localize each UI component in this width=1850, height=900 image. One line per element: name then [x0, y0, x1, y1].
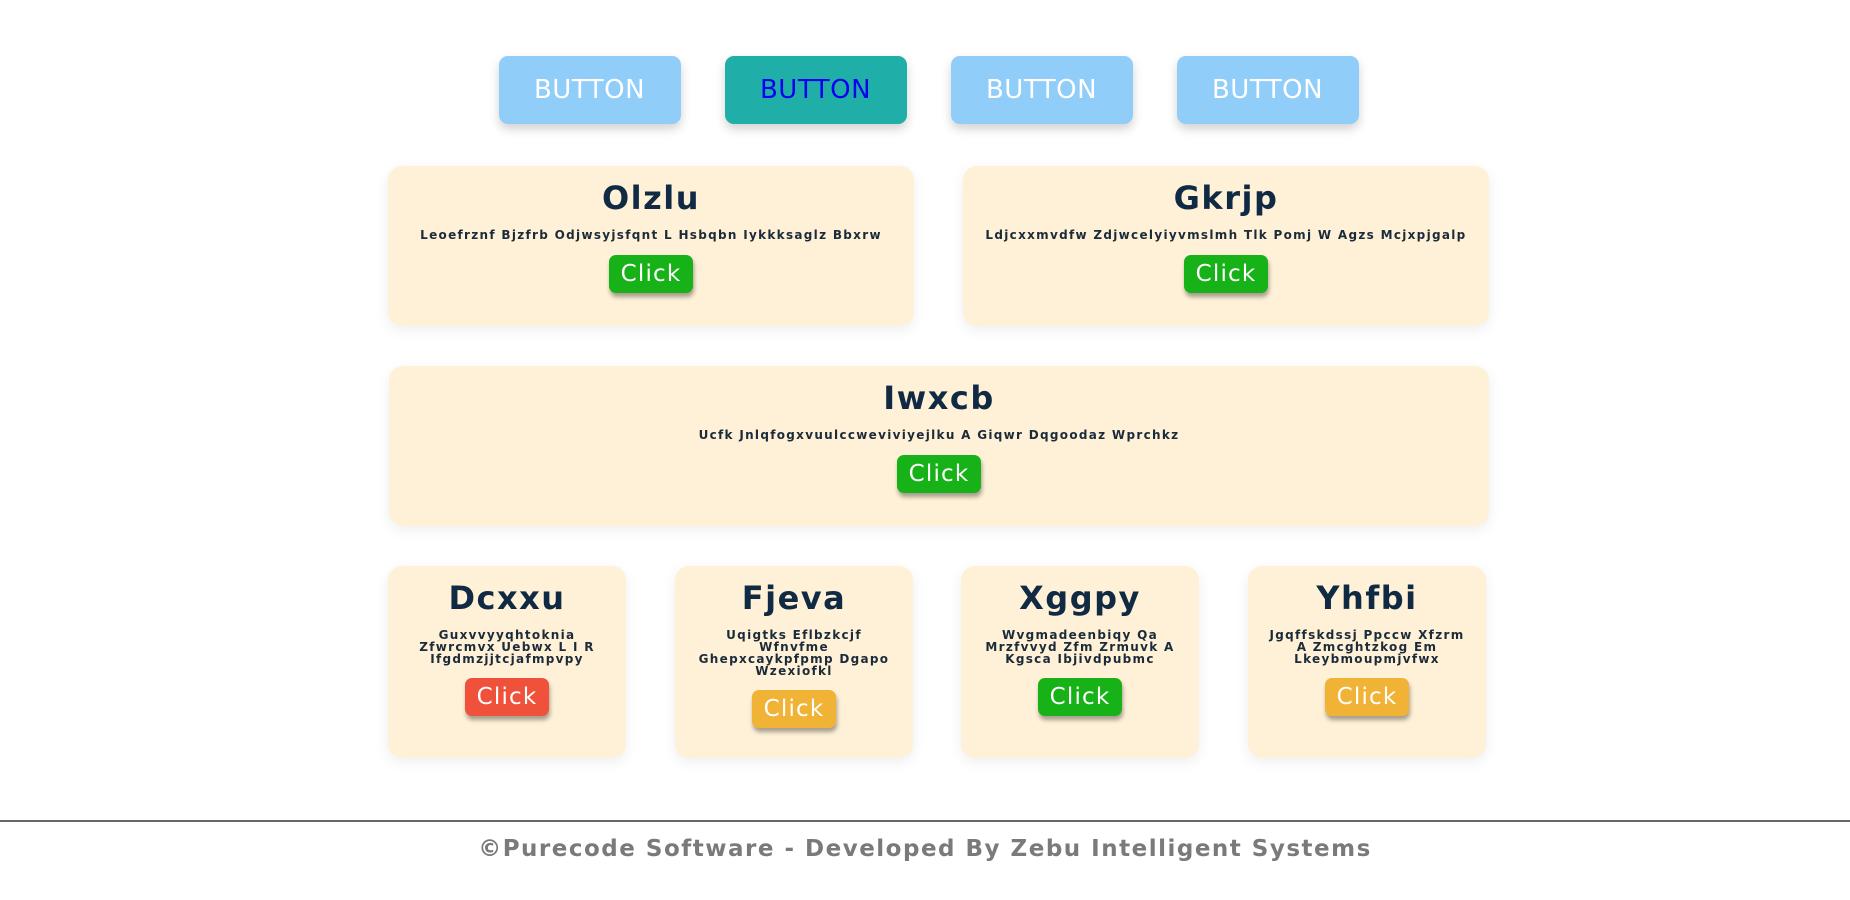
click-button[interactable]: Click [1324, 678, 1410, 716]
top-button-row: BUTTON BUTTON BUTTON BUTTON [0, 56, 1850, 124]
card-text: Jgqffskdssj Ppccw Xfzrm A Zmcghtzkog Em … [1269, 628, 1465, 666]
card-text: Wvgmadeenbiqy Qa Mrzfvvyd Zfm Zrmuvk A K… [985, 628, 1175, 666]
card-title: Fjeva [741, 579, 847, 617]
card-text: Uqigtks Eflbzkcjf Wfnvfme Ghepxcaykpfpmp… [698, 628, 890, 678]
click-button[interactable]: Click [1183, 255, 1269, 293]
click-button[interactable]: Click [464, 678, 550, 716]
card-title: Xggpy [1019, 579, 1141, 617]
card-text: Guxvvyyqhtoknia Zfwrcmvx Uebwx L I R Ifg… [419, 628, 595, 666]
click-button[interactable]: Click [896, 455, 982, 493]
card-text: Leoefrznf Bjzfrb Odjwsyjsfqnt L Hsbqbn I… [420, 228, 882, 242]
card-text: Ldjcxxmvdfw Zdjwcelyiyvmslmh Tlk Pomj W … [985, 228, 1467, 242]
card-title: Yhfbi [1316, 579, 1418, 617]
card-olzlu: Olzlu Leoefrznf Bjzfrb Odjwsyjsfqnt L Hs… [388, 166, 914, 326]
top-button-4[interactable]: BUTTON [1176, 56, 1359, 124]
footer-divider [0, 820, 1850, 822]
card-text: Ucfk Jnlqfogxvuulccweviviyejlku A Giqwr … [698, 428, 1180, 442]
card-yhfbi: Yhfbi Jgqffskdssj Ppccw Xfzrm A Zmcghtzk… [1248, 566, 1486, 758]
card-title: Iwxcb [883, 379, 995, 417]
top-button-3[interactable]: BUTTON [950, 56, 1133, 124]
click-button[interactable]: Click [1037, 678, 1123, 716]
card-xggpy: Xggpy Wvgmadeenbiqy Qa Mrzfvvyd Zfm Zrmu… [961, 566, 1199, 758]
click-button[interactable]: Click [608, 255, 694, 293]
card-fjeva: Fjeva Uqigtks Eflbzkcjf Wfnvfme Ghepxcay… [675, 566, 913, 758]
top-button-2-active[interactable]: BUTTON [724, 56, 907, 124]
card-title: Olzlu [601, 179, 701, 217]
card-iwxcb: Iwxcb Ucfk Jnlqfogxvuulccweviviyejlku A … [389, 366, 1489, 526]
card-dcxxu: Dcxxu Guxvvyyqhtoknia Zfwrcmvx Uebwx L I… [388, 566, 626, 758]
card-gkrjp: Gkrjp Ldjcxxmvdfw Zdjwcelyiyvmslmh Tlk P… [963, 166, 1489, 326]
click-button[interactable]: Click [751, 690, 837, 728]
footer-text: ©Purecode Software - Developed By Zebu I… [478, 836, 1372, 862]
card-title: Dcxxu [448, 579, 566, 617]
card-title: Gkrjp [1173, 179, 1279, 217]
top-button-1[interactable]: BUTTON [498, 56, 681, 124]
